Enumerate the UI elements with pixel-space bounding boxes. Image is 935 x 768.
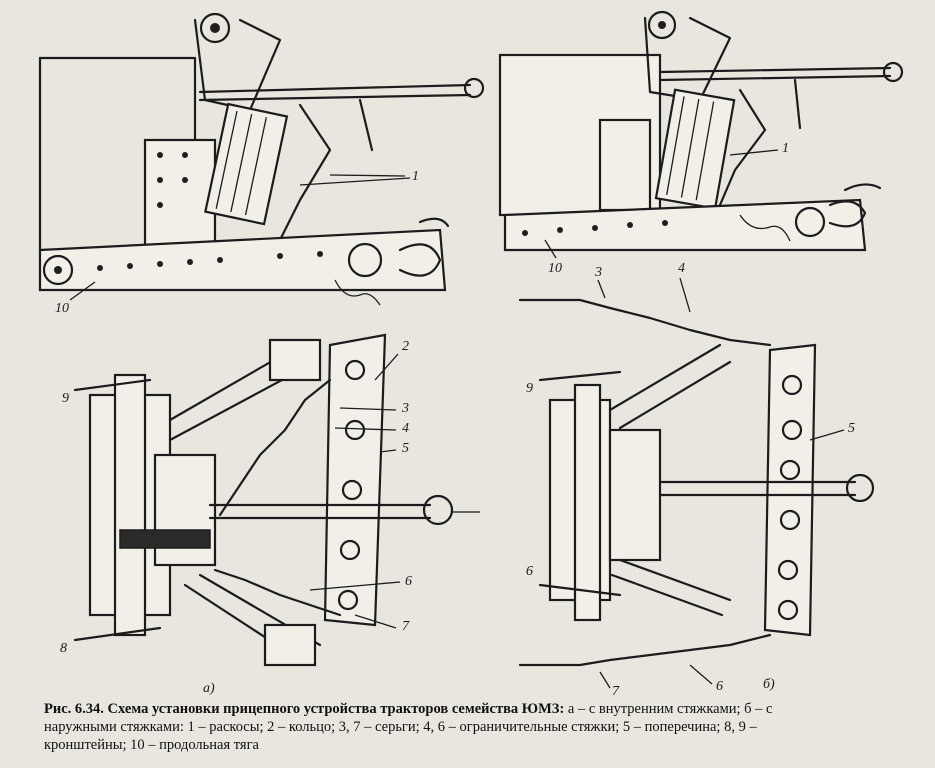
caption-title: Рис. 6.34. Схема установки прицепного ус… xyxy=(44,701,565,717)
label-c8: 8 xyxy=(60,641,67,656)
label-d6: 6 xyxy=(526,564,533,579)
label-b3: 3 xyxy=(594,265,602,280)
panel-b-label: б) xyxy=(763,677,775,692)
label-d7: 7 xyxy=(612,684,620,699)
label-c9: 9 xyxy=(62,391,69,406)
caption-line-1: Рис. 6.34. Схема установки прицепного ус… xyxy=(44,700,924,718)
callout-labels: 1 10 1 10 3 4 2 3 4 5 6 7 8 9 9 5 6 6 7 … xyxy=(55,141,855,699)
plan-view-a xyxy=(73,333,480,667)
side-view-external-ties xyxy=(498,10,904,252)
panel-a-label: а) xyxy=(203,681,215,696)
label-c6: 6 xyxy=(405,574,412,589)
label-c7: 7 xyxy=(402,619,410,634)
plan-view-b xyxy=(518,298,875,667)
label-b1: 1 xyxy=(782,141,789,156)
label-c2: 2 xyxy=(402,339,409,354)
label-c3: 3 xyxy=(401,401,409,416)
label-d5: 5 xyxy=(848,421,855,436)
label-c4: 4 xyxy=(402,421,409,436)
caption-line-2: наружными стяжками: 1 – раскосы; 2 – кол… xyxy=(44,719,757,735)
caption-line1-rest: а – с внутренним стяжками; б – с xyxy=(564,701,773,717)
figure-caption: Рис. 6.34. Схема установки прицепного ус… xyxy=(44,700,924,754)
side-view-internal-ties xyxy=(38,12,485,306)
label-a10: 10 xyxy=(55,301,69,316)
caption-line-3: кронштейны; 10 – продольная тяга xyxy=(44,737,259,753)
label-a1: 1 xyxy=(412,169,419,184)
label-b10: 10 xyxy=(548,261,562,276)
label-d6b: 6 xyxy=(716,679,723,694)
label-b4: 4 xyxy=(678,261,685,276)
label-d9: 9 xyxy=(526,381,533,396)
label-c5: 5 xyxy=(402,441,409,456)
